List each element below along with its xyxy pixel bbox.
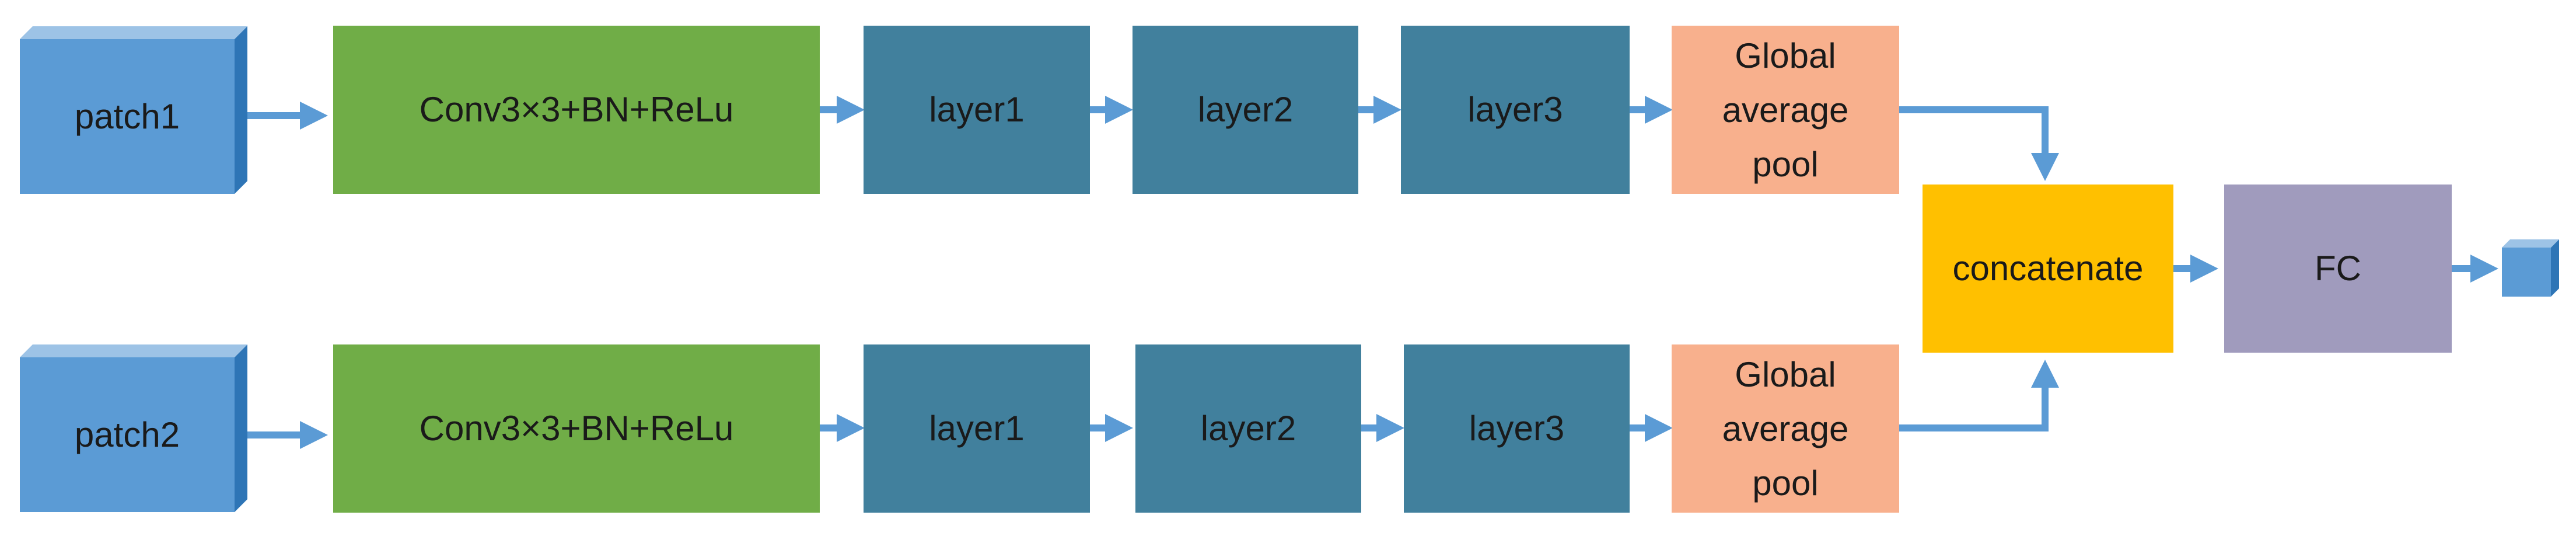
pool-line-1: Global <box>1735 36 1836 75</box>
layer2-block-top: layer2 <box>1133 26 1358 194</box>
conv-block-top: Conv3×3+BN+ReLu <box>333 26 820 194</box>
arrow-pool-to-concat-bottom <box>1899 360 2059 431</box>
concatenate-block: concatenate <box>1923 185 2173 353</box>
layer1-block-top: layer1 <box>864 26 1090 194</box>
pool-block-top: Global average pool <box>1672 26 1899 194</box>
pool-line-1: Global <box>1735 354 1836 394</box>
patch2-label: patch2 <box>74 415 180 454</box>
pool-line-2: average <box>1722 90 1849 130</box>
patch1-label: patch1 <box>74 96 180 136</box>
layer3-block-bottom: layer3 <box>1404 344 1630 513</box>
output-cube-icon <box>2502 239 2559 297</box>
pool-block-bottom: Global average pool <box>1672 344 1899 513</box>
layer2-block-bottom: layer2 <box>1135 344 1361 513</box>
layer1-block-bottom: layer1 <box>864 344 1090 513</box>
layer3-block-top: layer3 <box>1401 26 1630 194</box>
pool-line-3: pool <box>1752 144 1819 184</box>
patch2-cube <box>20 344 247 512</box>
patch1-cube <box>20 26 247 194</box>
pool-line-2: average <box>1722 409 1849 448</box>
arrow-pool-to-concat-top <box>1899 106 2059 181</box>
conv-block-bottom: Conv3×3+BN+ReLu <box>333 344 820 513</box>
pool-line-3: pool <box>1752 463 1819 503</box>
fc-block: FC <box>2224 185 2452 353</box>
